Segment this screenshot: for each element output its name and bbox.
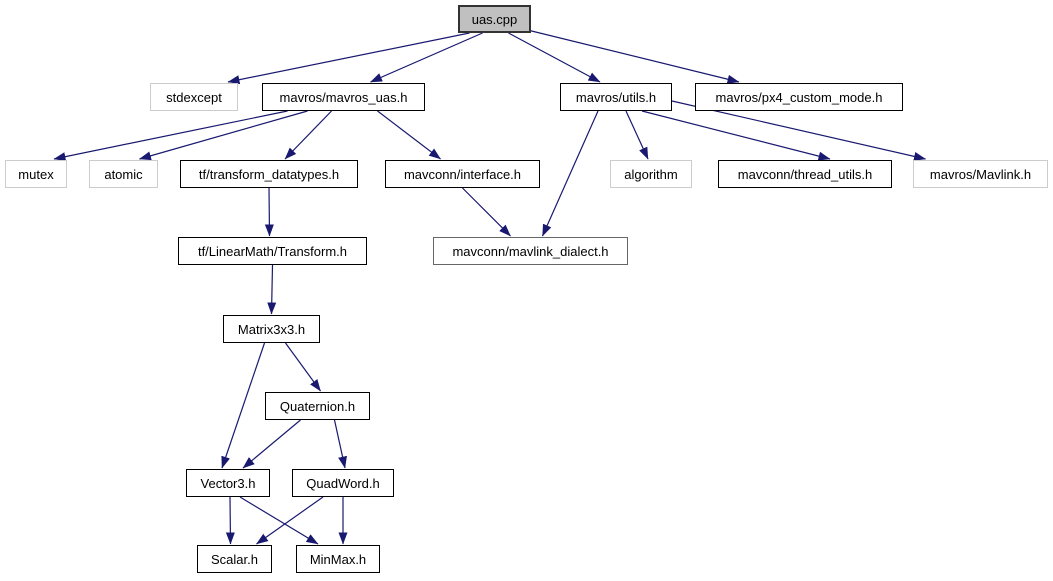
edge-uas_cpp-to-stdexcept (227, 32, 470, 85)
node-dialect: mavconn/mavlink_dialect.h (433, 237, 628, 265)
node-px4[interactable]: mavros/px4_custom_mode.h (695, 83, 903, 111)
edge-vector3-to-minmax (239, 496, 319, 545)
edge-mavros_uas-to-interface (377, 110, 441, 160)
node-scalar[interactable]: Scalar.h (197, 545, 272, 573)
node-mavlink_h: mavros/Mavlink.h (913, 160, 1048, 188)
edge-uas_cpp-to-utils (508, 32, 601, 83)
node-minmax[interactable]: MinMax.h (296, 545, 380, 573)
edge-utils-to-dialect (541, 110, 599, 237)
edge-quadword-to-scalar (256, 496, 324, 545)
node-thread_utils[interactable]: mavconn/thread_utils.h (718, 160, 892, 188)
edge-transform-to-matrix (267, 264, 277, 315)
edge-quaternion-to-vector3 (242, 419, 301, 469)
node-quadword[interactable]: QuadWord.h (292, 469, 394, 497)
edge-vector3-to-scalar (225, 496, 235, 545)
edge-mavros_uas-to-tf_datatypes (284, 110, 332, 160)
edge-interface-to-dialect (462, 187, 511, 237)
edge-quaternion-to-quadword (333, 419, 347, 469)
node-transform[interactable]: tf/LinearMath/Transform.h (178, 237, 367, 265)
edge-utils-to-thread_utils (641, 110, 831, 161)
edge-mavros_uas-to-mutex (53, 110, 288, 162)
node-stdexcept: stdexcept (150, 83, 238, 111)
node-mutex: mutex (5, 160, 67, 188)
edge-matrix-to-quaternion (285, 342, 321, 392)
node-utils[interactable]: mavros/utils.h (560, 83, 672, 111)
node-atomic: atomic (89, 160, 158, 188)
node-vector3[interactable]: Vector3.h (186, 469, 270, 497)
node-uas_cpp: uas.cpp (458, 5, 531, 33)
node-tf_datatypes[interactable]: tf/transform_datatypes.h (180, 160, 358, 188)
edge-tf_datatypes-to-transform (264, 187, 274, 237)
edge-utils-to-algorithm (625, 110, 649, 160)
edge-uas_cpp-to-mavros_uas (370, 32, 483, 83)
node-matrix[interactable]: Matrix3x3.h (223, 315, 320, 343)
node-quaternion[interactable]: Quaternion.h (265, 392, 370, 420)
node-algorithm: algorithm (610, 160, 692, 188)
node-interface[interactable]: mavconn/interface.h (385, 160, 540, 188)
node-mavros_uas[interactable]: mavros/mavros_uas.h (262, 83, 425, 111)
edge-matrix-to-vector3 (221, 342, 266, 469)
edge-mavros_uas-to-atomic (139, 110, 308, 161)
edge-uas_cpp-to-px4 (527, 29, 740, 84)
